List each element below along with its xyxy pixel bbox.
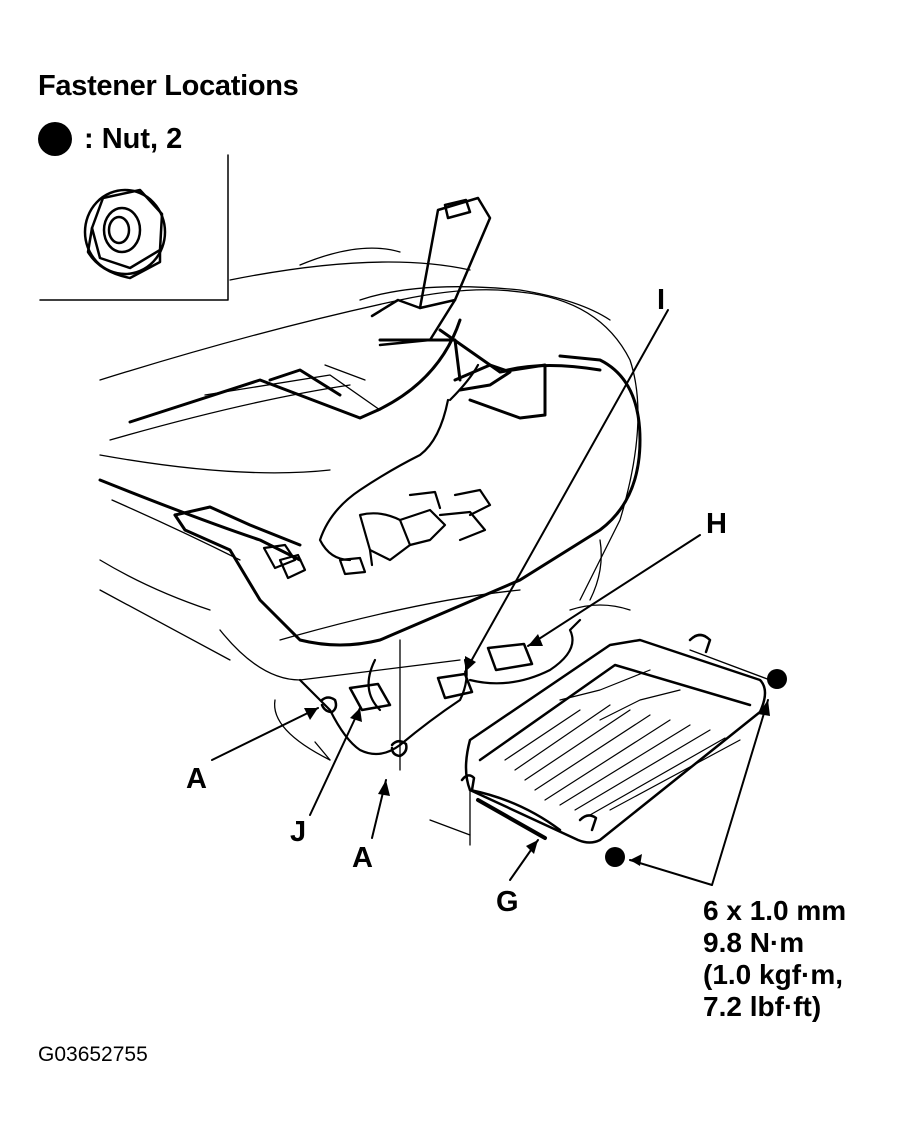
nut-legend: : Nut, 2: [38, 121, 182, 157]
spec-size: 6 x 1.0 mm: [703, 895, 847, 926]
seat-belt-buckle: [370, 196, 492, 347]
control-unit-g: [460, 633, 767, 844]
clip-a-left: [320, 696, 338, 714]
filled-circle-icon: [38, 122, 72, 156]
callout-a-left: A: [186, 763, 207, 795]
spec-newton-meters: 9.8 N·m: [703, 927, 805, 958]
seat-frame: [98, 318, 642, 647]
callout-g: G: [496, 886, 519, 918]
spec-kgf: (1.0 kgf·m,: [703, 959, 844, 990]
callout-i: I: [657, 284, 666, 316]
leader-lines: [211, 309, 770, 886]
connector-j: [348, 682, 392, 712]
torque-spec: 6 x 1.0 mm 9.8 N·m (1.0 kgf·m, 7.2 lbf·f…: [703, 895, 846, 1023]
spec-lbf: 7.2 lbf·ft): [703, 991, 822, 1022]
nut-marker-rear: [767, 669, 787, 689]
flange-nut-icon: [83, 188, 167, 280]
seat-cushion-outline: [99, 247, 639, 681]
clip-a-center: [390, 740, 408, 758]
nut-inset-frame: [39, 154, 229, 301]
control-unit-fins: [504, 669, 741, 816]
connector-h: [486, 642, 534, 672]
page-title: Fastener Locations: [38, 70, 299, 102]
figure-code: G03652755: [38, 1043, 148, 1066]
legend-label: : Nut, 2: [84, 122, 183, 155]
nut-marker-front: [605, 847, 625, 867]
connectors: [320, 642, 534, 758]
callout-h: H: [706, 508, 727, 540]
mounting-lines: [274, 604, 771, 846]
callout-a-center: A: [352, 842, 373, 874]
connector-i: [436, 672, 474, 700]
callout-j: J: [290, 816, 307, 848]
wiring-harness: [262, 363, 582, 756]
